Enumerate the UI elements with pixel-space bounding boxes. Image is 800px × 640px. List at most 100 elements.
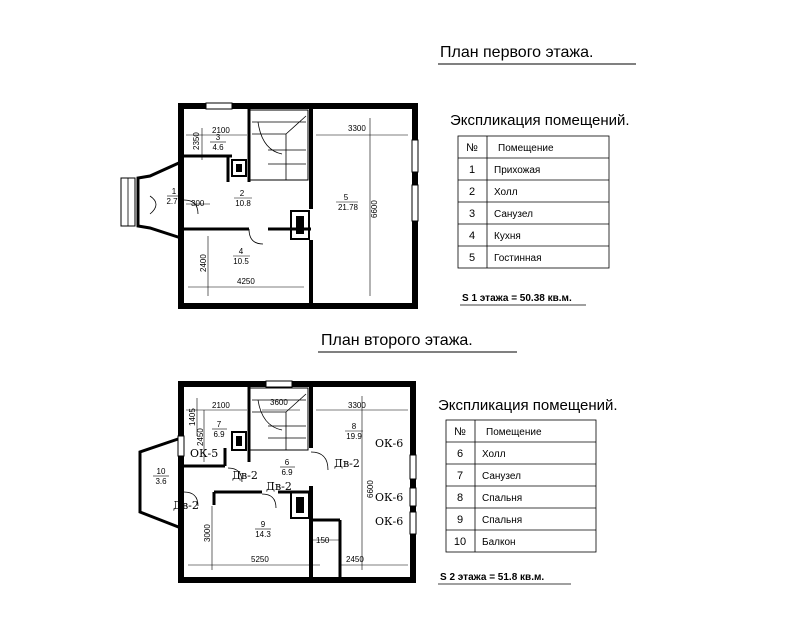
svg-text:7: 7 [457, 470, 463, 482]
floor2-mark-window-ok5: ОК-5 [190, 447, 218, 460]
floor2-chimney-core [296, 497, 304, 513]
floor1-table-row: 5 Гостинная [469, 252, 542, 264]
floor2-dim-1405: 1405 [188, 408, 197, 426]
svg-text:3: 3 [469, 208, 475, 220]
floor2-room-label-7: 7 6.9 [212, 420, 227, 439]
floor2-dim-2450: 2450 [196, 428, 205, 446]
svg-text:14.3: 14.3 [255, 530, 271, 539]
floor1-table-row: 1 Прихожая [469, 164, 540, 176]
floor2-door-swing [261, 493, 277, 509]
svg-text:10.5: 10.5 [233, 257, 249, 266]
svg-text:3: 3 [216, 133, 221, 142]
floor1-room-label-1: 1 2.7 [166, 187, 181, 206]
floor1-stair-arrow [257, 121, 283, 155]
svg-text:6: 6 [457, 448, 463, 460]
floor2-table-row: 9 Спальня [457, 514, 522, 526]
svg-text:2: 2 [240, 189, 245, 198]
floor1-table-row: 4 Кухня [469, 230, 521, 242]
floor1-expl-title: Экспликация помещений. [450, 112, 630, 129]
floor1-total-area: S 1 этажа = 50.38 кв.м. [462, 293, 572, 304]
floor2-stove-core [236, 436, 242, 446]
floor2-door-swing [310, 451, 329, 471]
floor1-stove [231, 159, 247, 177]
floor2-stove [231, 431, 247, 451]
floor2-mark-door: Дв-2 [173, 499, 199, 512]
floor1-chimney [290, 210, 310, 240]
floor2-dim-150: 150 [316, 536, 330, 545]
svg-text:1: 1 [172, 187, 177, 196]
svg-text:5: 5 [469, 252, 475, 264]
floor2-room-label-8: 8 19.9 [345, 422, 363, 441]
floor2-staircase [249, 387, 309, 451]
svg-text:Холл: Холл [482, 449, 506, 460]
floor2-plan [138, 380, 417, 583]
svg-text:4.6: 4.6 [212, 143, 224, 152]
floor2-stair-arrow [257, 399, 283, 431]
svg-text:7: 7 [217, 420, 222, 429]
svg-text:10.8: 10.8 [235, 199, 251, 208]
floor1-door-swing [183, 199, 199, 215]
floor2-dim-5250: 5250 [251, 555, 269, 564]
floor1-dim-2350: 2350 [192, 132, 201, 150]
floor2-mark-window-ok6: ОК-6 [375, 437, 403, 450]
floor1-stair-steps [252, 115, 307, 180]
svg-text:8: 8 [352, 422, 357, 431]
svg-text:6.9: 6.9 [213, 430, 225, 439]
svg-text:Санузел: Санузел [494, 209, 533, 220]
svg-text:19.9: 19.9 [346, 432, 362, 441]
svg-text:5: 5 [344, 193, 349, 202]
floor2-table-row: 6 Холл [457, 448, 506, 460]
svg-text:9: 9 [261, 520, 266, 529]
floor2-dim-3000: 3000 [203, 524, 212, 542]
floor1-entry-bay [136, 160, 182, 240]
floor2-expl-title: Экспликация помещений. [438, 397, 618, 414]
floor1-table-row: 3 Санузел [469, 208, 533, 220]
floor1-dimension-lines [186, 118, 408, 296]
svg-text:Прихожая: Прихожая [494, 165, 540, 176]
svg-text:Балкон: Балкон [482, 537, 516, 548]
svg-text:4: 4 [239, 247, 244, 256]
svg-text:9: 9 [457, 514, 463, 526]
floor1-room-table [457, 135, 610, 269]
floor2-room-table [445, 419, 597, 553]
floor2-dim-2100: 2100 [212, 401, 230, 410]
svg-text:Холл: Холл [494, 187, 518, 198]
floor2-dim-2450b: 2450 [346, 555, 364, 564]
floor1-table-header-num: № [466, 142, 478, 154]
svg-text:Спальня: Спальня [482, 493, 522, 504]
floor2-chimney [290, 491, 310, 519]
floor2-room-label-10: 10 3.6 [153, 467, 169, 486]
floor1-door-swing [149, 195, 157, 215]
floor2-table-header-name: Помещение [486, 427, 542, 438]
floor1-room-label-4: 4 10.5 [233, 247, 250, 266]
floor2-mark-door: Дв-2 [266, 480, 292, 493]
floor1-table-header-name: Помещение [498, 143, 554, 154]
floor2-window [409, 454, 417, 480]
floor2-outer-wall [178, 381, 416, 583]
floor2-mark-door: Дв-2 [232, 469, 258, 482]
floor2-room-label-9: 9 14.3 [255, 520, 271, 539]
svg-text:10: 10 [454, 536, 466, 548]
floor1-staircase [249, 109, 309, 181]
floor1-window [411, 139, 419, 173]
floor1-plan [120, 102, 419, 309]
floor2-window [409, 511, 417, 535]
floor1-window [411, 184, 419, 222]
floor1-dim-2100: 2100 [212, 126, 230, 135]
floor2-mark-window-ok6: ОК-6 [375, 491, 403, 504]
floor1-door-swing [248, 228, 264, 245]
svg-text:Спальня: Спальня [482, 515, 522, 526]
svg-text:2: 2 [469, 186, 475, 198]
floor1-dim-2400: 2400 [199, 254, 208, 272]
floor1-title: План первого этажа. [440, 44, 593, 61]
svg-text:Санузел: Санузел [482, 471, 521, 482]
floor2-title: План второго этажа. [321, 332, 473, 349]
floor2-mark-window-ok6: ОК-6 [375, 515, 403, 528]
floor1-room-label-3: 3 4.6 [210, 133, 226, 152]
floor2-window [177, 435, 185, 457]
floor2-balcony [138, 436, 182, 530]
svg-text:Гостинная: Гостинная [494, 253, 542, 264]
svg-text:10: 10 [157, 467, 166, 476]
floor2-dim-6600: 6600 [366, 480, 375, 498]
